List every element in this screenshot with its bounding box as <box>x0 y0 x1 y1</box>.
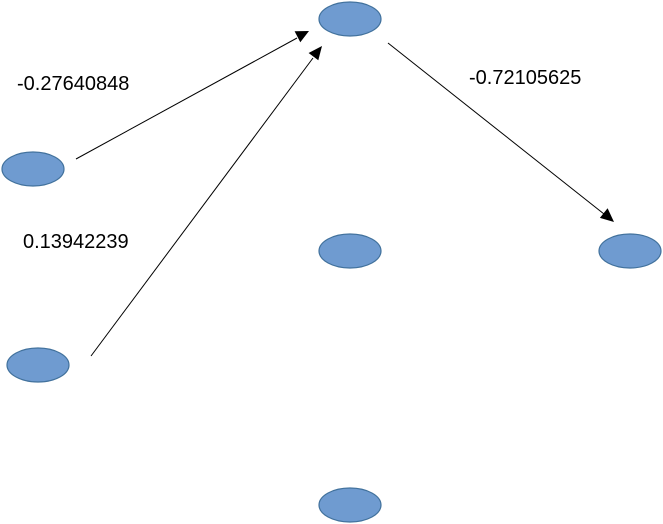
edge-input-1-to-hidden-1 <box>75 31 309 160</box>
weight-label-hidden-1-output-1: -0.72105625 <box>469 67 581 89</box>
weight-label-input-2-hidden-1: 0.13942239 <box>23 231 129 253</box>
edge-hidden-1-to-output-1 <box>387 42 614 222</box>
node-input-2 <box>6 347 70 383</box>
weight-label-input-1-hidden-1: -0.27640848 <box>17 73 129 95</box>
node-input-1 <box>1 151 65 187</box>
node-output-1 <box>598 233 662 269</box>
node-hidden-3 <box>318 487 382 523</box>
edge-input-2-to-hidden-1 <box>90 46 322 357</box>
node-hidden-2 <box>318 233 382 269</box>
node-hidden-1 <box>318 1 382 37</box>
